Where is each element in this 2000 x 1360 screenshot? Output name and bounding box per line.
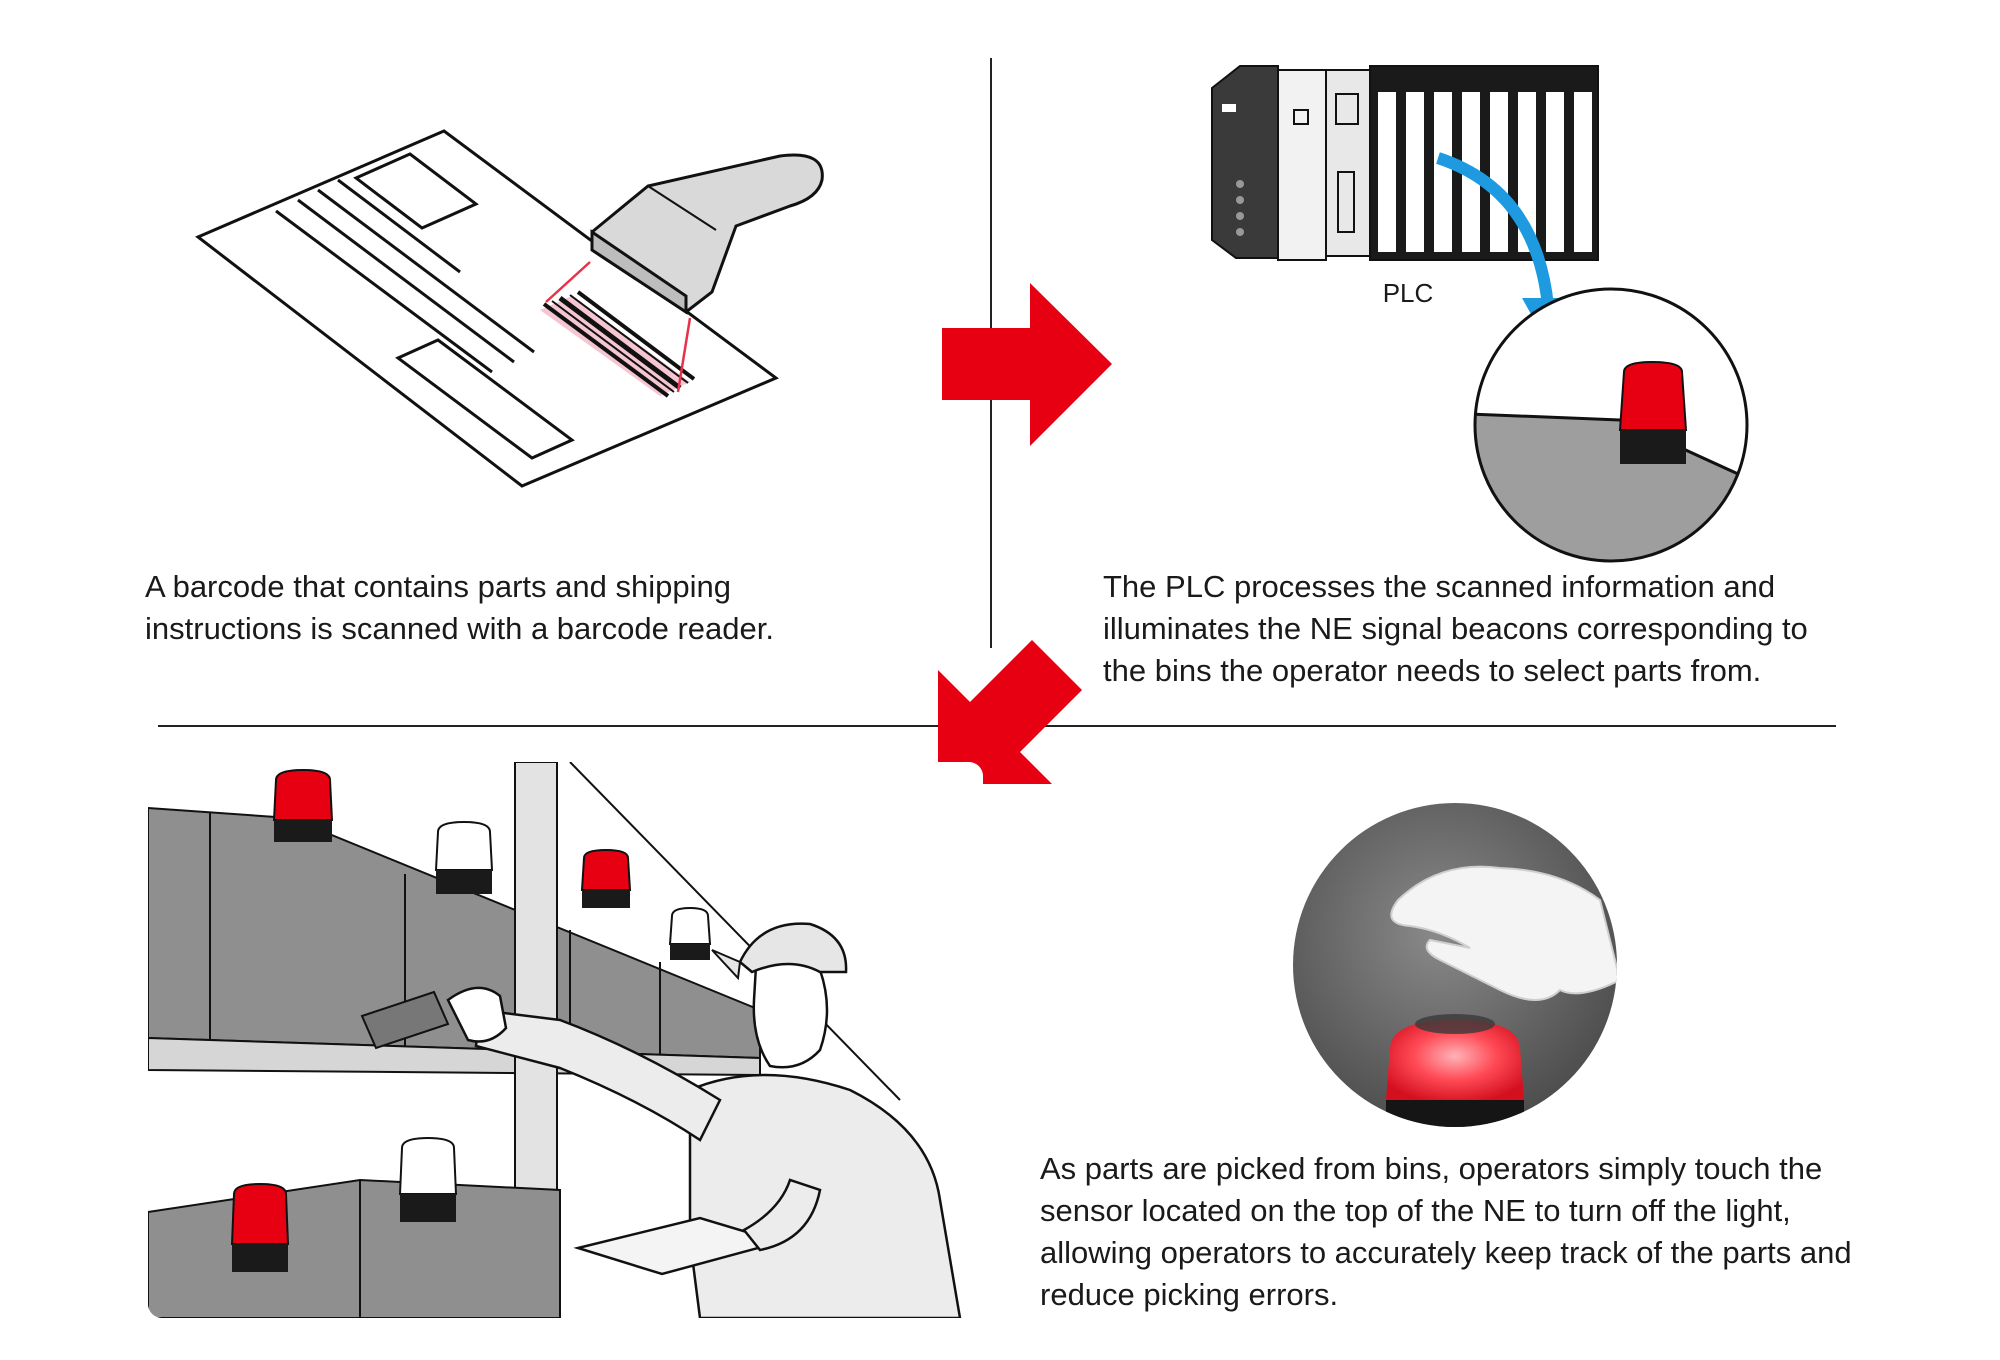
plc-icon <box>1211 65 1599 261</box>
flow-arrow-down-left <box>938 640 1082 784</box>
beacon-white-3 <box>398 1136 458 1222</box>
barcode <box>540 290 696 398</box>
flow-arrow-right <box>942 283 1112 446</box>
barcode-reader-icon <box>590 153 824 315</box>
step-3-caption: As parts are picked from bins, operators… <box>1040 1151 1852 1312</box>
beacon-white-1 <box>434 820 494 894</box>
operator-figure <box>360 922 962 1318</box>
step-1-caption: A barcode that contains parts and shippi… <box>145 569 774 646</box>
signal-beacon-icon <box>1618 360 1688 464</box>
beacon-red-3 <box>230 1182 290 1272</box>
beacon-red-2 <box>580 848 632 908</box>
plc-label: PLC <box>1382 278 1434 308</box>
step-2-caption: The PLC processes the scanned informatio… <box>1103 569 1808 688</box>
gloved-hand <box>1390 865 1617 1001</box>
barcode-sheet-illustration <box>195 129 824 488</box>
illuminated-beacon <box>1386 1014 1524 1127</box>
beacon-white-2 <box>668 906 712 960</box>
beacon-zoom-circle <box>1473 287 1749 563</box>
beacon-red-1 <box>272 768 334 842</box>
warehouse-operator-illustration <box>148 762 983 1318</box>
hand-touch-beacon-photo <box>1293 803 1617 1127</box>
